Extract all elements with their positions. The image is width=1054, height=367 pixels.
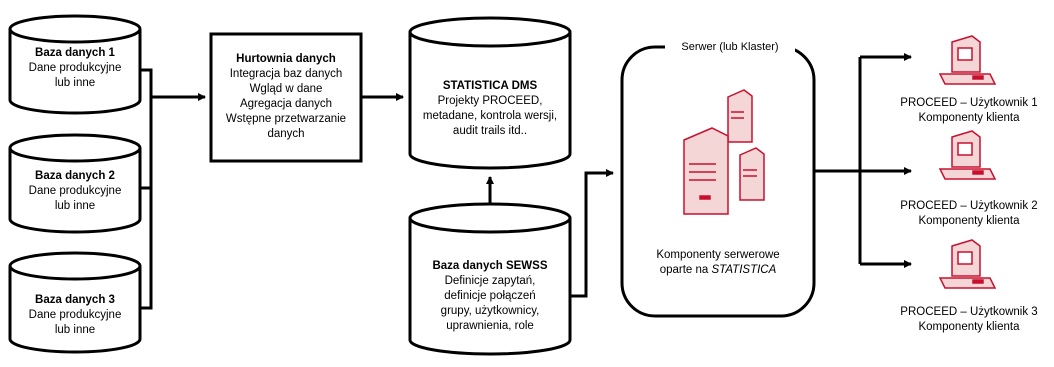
- client-2-title: PROCEED – Użytkownik 2: [900, 200, 1038, 212]
- database-3-line-1: Dane produkcyjne: [28, 309, 122, 321]
- warehouse-title: Hurtownia danych: [236, 53, 336, 65]
- server-caption: Komponenty serwerowe oparte na STATISTIC…: [624, 248, 812, 278]
- sewss-line-2: definicje połączeń: [444, 290, 536, 302]
- database-3-line-2: lub inne: [54, 324, 96, 336]
- database-1-cylinder: [8, 14, 142, 115]
- database-2-title: Baza danych 2: [35, 170, 115, 182]
- warehouse-text: Hurtownia danych Integracja baz danych W…: [211, 52, 361, 142]
- client-3-title: PROCEED – Użytkownik 3: [900, 306, 1038, 318]
- database-1-line-2: lub inne: [54, 77, 96, 89]
- connector-sewss-to-server: [570, 169, 614, 298]
- database-1-line-1: Dane produkcyjne: [28, 62, 122, 74]
- database-2-line-2: lub inne: [54, 200, 96, 212]
- database-2-cylinder: [8, 133, 142, 234]
- client-1-text: PROCEED – Użytkownik 1 Komponenty klient…: [884, 96, 1054, 126]
- client-3-subtitle: Komponenty klienta: [918, 321, 1020, 333]
- sewss-line-4: uprawnienia, role: [446, 320, 534, 332]
- sewss-text: Baza danych SEWSS Definicje zapytań, def…: [410, 259, 570, 334]
- server-machine-icon: [683, 89, 765, 215]
- client-3-text: PROCEED – Użytkownik 3 Komponenty klient…: [884, 305, 1054, 335]
- client-2-text: PROCEED – Użytkownik 2 Komponenty klient…: [884, 199, 1054, 229]
- server-caption-italic: STATISTICA: [711, 264, 777, 276]
- client-3-computer-icon: [938, 239, 997, 289]
- client-2-subtitle: Komponenty klienta: [918, 215, 1020, 227]
- db-connectors: [140, 68, 153, 310]
- server-to-clients-connectors: [814, 57, 862, 264]
- dms-cylinder: [408, 16, 572, 170]
- database-2-line-1: Dane produkcyjne: [28, 185, 122, 197]
- database-3-text: Baza danych 3 Dane produkcyjne lub inne: [10, 293, 140, 338]
- client-1-computer-icon: [938, 35, 997, 85]
- dms-title: STATISTICA DMS: [442, 80, 538, 92]
- dms-line-1: Projekty PROCEED,: [437, 95, 543, 107]
- database-1-text: Baza danych 1 Dane produkcyjne lub inne: [10, 46, 140, 91]
- database-1-title: Baza danych 1: [35, 47, 115, 59]
- dms-text: STATISTICA DMS Projekty PROCEED, metadan…: [408, 79, 572, 139]
- dms-line-3: audit trails itd..: [452, 125, 528, 137]
- server-caption-line-1: Komponenty serwerowe: [656, 249, 780, 261]
- sewss-cylinder: [408, 202, 572, 356]
- sewss-line-3: grupy, użytkownicy,: [440, 305, 540, 317]
- client-2-computer-icon: [938, 130, 997, 180]
- server-caption-line-2: oparte na STATISTICA: [624, 263, 812, 278]
- server-caption-prefix: oparte na: [659, 264, 712, 276]
- warehouse-box: [209, 32, 363, 163]
- database-2-text: Baza danych 2 Dane produkcyjne lub inne: [10, 169, 140, 214]
- warehouse-line-2: Wgląd w dane: [249, 83, 323, 95]
- server-label-bg: [665, 40, 795, 56]
- sewss-line-1: Definicje zapytań,: [444, 275, 536, 287]
- database-3-title: Baza danych 3: [35, 294, 115, 306]
- client-1-subtitle: Komponenty klienta: [918, 112, 1020, 124]
- database-3-cylinder: [8, 251, 142, 354]
- client-1-title: PROCEED – Użytkownik 1: [900, 97, 1038, 109]
- warehouse-line-3: Agregacja danych: [239, 98, 333, 110]
- sewss-title: Baza danych SEWSS: [432, 260, 548, 272]
- warehouse-line-4: Wstępne przetwarzanie: [225, 113, 347, 125]
- dms-line-2: metadane, kontrola wersji,: [422, 110, 558, 122]
- warehouse-line-5: danych: [267, 128, 305, 140]
- server-label: Serwer (lub Klaster): [681, 41, 779, 53]
- warehouse-line-1: Integracja baz danych: [229, 68, 343, 80]
